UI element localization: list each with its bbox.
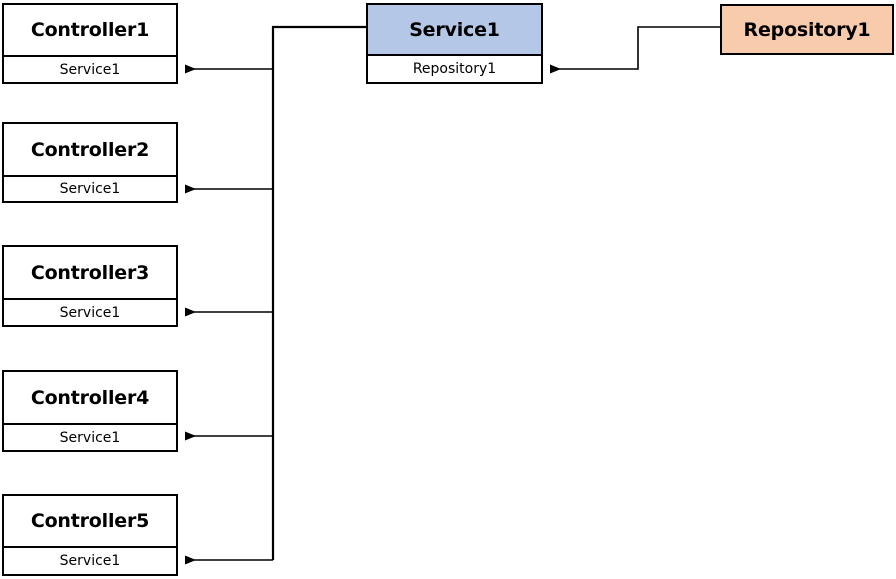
node-controller5[interactable]: Controller5 Service1 (2, 494, 178, 576)
node-controller4-title: Controller4 (4, 372, 176, 423)
node-controller3-divider (4, 298, 176, 300)
node-controller1-title: Controller1 (4, 5, 176, 55)
node-repository1[interactable]: Repository1 (720, 4, 894, 55)
node-controller5-title: Controller5 (4, 496, 176, 546)
node-controller4-divider (4, 423, 176, 425)
node-controller4[interactable]: Controller4 Service1 (2, 370, 178, 452)
edge-service1-to-controllers (185, 25, 366, 565)
node-controller3[interactable]: Controller3 Service1 (2, 245, 178, 327)
node-service1-title: Service1 (368, 5, 541, 54)
node-controller4-field: Service1 (4, 425, 176, 450)
node-controller2[interactable]: Controller2 Service1 (2, 122, 178, 203)
node-controller2-title: Controller2 (4, 124, 176, 175)
node-controller2-field: Service1 (4, 177, 176, 201)
node-service1-divider (368, 54, 541, 56)
node-controller1-divider (4, 55, 176, 57)
node-repository1-title: Repository1 (722, 6, 892, 53)
node-controller2-divider (4, 175, 176, 177)
node-controller3-title: Controller3 (4, 247, 176, 298)
edge-repository1-to-service1 (550, 26, 720, 74)
node-controller5-field: Service1 (4, 548, 176, 574)
node-service1[interactable]: Service1 Repository1 (366, 3, 543, 84)
node-controller1-field: Service1 (4, 57, 176, 82)
node-controller3-field: Service1 (4, 300, 176, 325)
node-controller5-divider (4, 546, 176, 548)
node-service1-field: Repository1 (368, 56, 541, 82)
node-controller1[interactable]: Controller1 Service1 (2, 3, 178, 84)
